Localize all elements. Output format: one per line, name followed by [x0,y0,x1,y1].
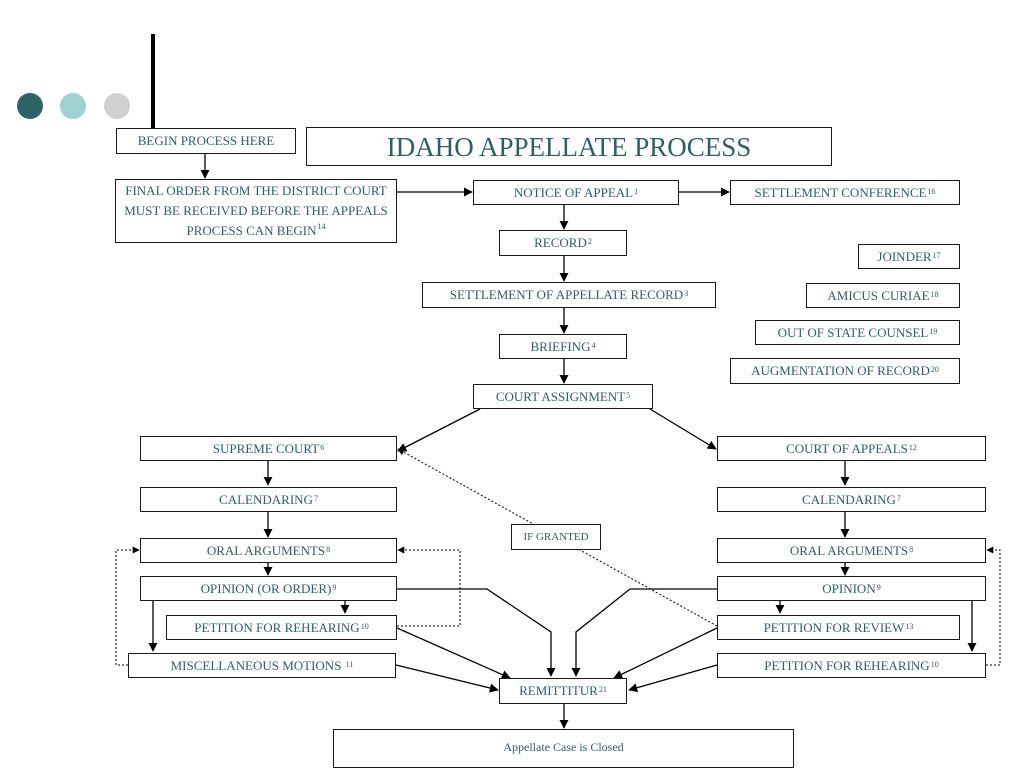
box-label: NOTICE OF APPEAL [513,184,634,200]
box-label: AUGMENTATION OF RECORD [751,363,930,378]
box-label: RECORD [534,235,587,250]
box-label: PETITION FOR REVIEW [763,619,905,635]
box-label: PETITION FOR REHEARING [764,657,930,673]
box-label: ORAL ARGUMENTS [206,542,326,558]
miscellaneous-motions-box: MISCELLANEOUS MOTIONS 11 [128,653,396,678]
dot-gray-icon [104,93,130,119]
page-title: IDAHO APPELLATE PROCESS [306,127,832,166]
box-label: OPINION [822,580,876,596]
if-granted-label: IF GRANTED [511,524,601,550]
box-label: ORAL ARGUMENTS [789,542,909,558]
box-label: SETTLEMENT OF APPELLATE RECORD [449,287,684,302]
box-label: COURT OF APPEALS [786,440,908,456]
box-label: OUT OF STATE COUNSEL [777,324,929,340]
box-label: SETTLEMENT CONFERENCE [754,184,927,200]
dot-light-icon [60,93,86,119]
dot-dark-icon [17,93,43,119]
box-label: PETITION FOR REHEARING [194,619,360,635]
final-order-text: FINAL ORDER FROM THE DISTRICT COURT MUST… [124,183,388,238]
box-label: SUPREME COURT [212,440,320,456]
box-label: JOINDER [877,248,932,264]
box-label: REMITTITUR [519,683,598,698]
box-label: BRIEFING [530,338,591,354]
box-label: AMICUS CURIAE [827,287,930,303]
case-closed-box: Appellate Case is Closed [333,729,794,768]
box-label: OPINION (OR ORDER) [200,580,332,596]
box-label: MISCELLANEOUS MOTIONS [170,657,342,673]
box-label: CALENDARING [219,491,313,507]
final-order-ref: 14 [317,221,326,231]
title-divider-bar [151,34,155,148]
begin-process-box: BEGIN PROCESS HERE [116,128,296,154]
supreme-opinion-box: OPINION (OR ORDER)9 [140,576,397,601]
final-order-box: FINAL ORDER FROM THE DISTRICT COURT MUST… [115,179,397,243]
box-label: COURT ASSIGNMENT [495,388,626,404]
box-label: CALENDARING [802,491,896,507]
